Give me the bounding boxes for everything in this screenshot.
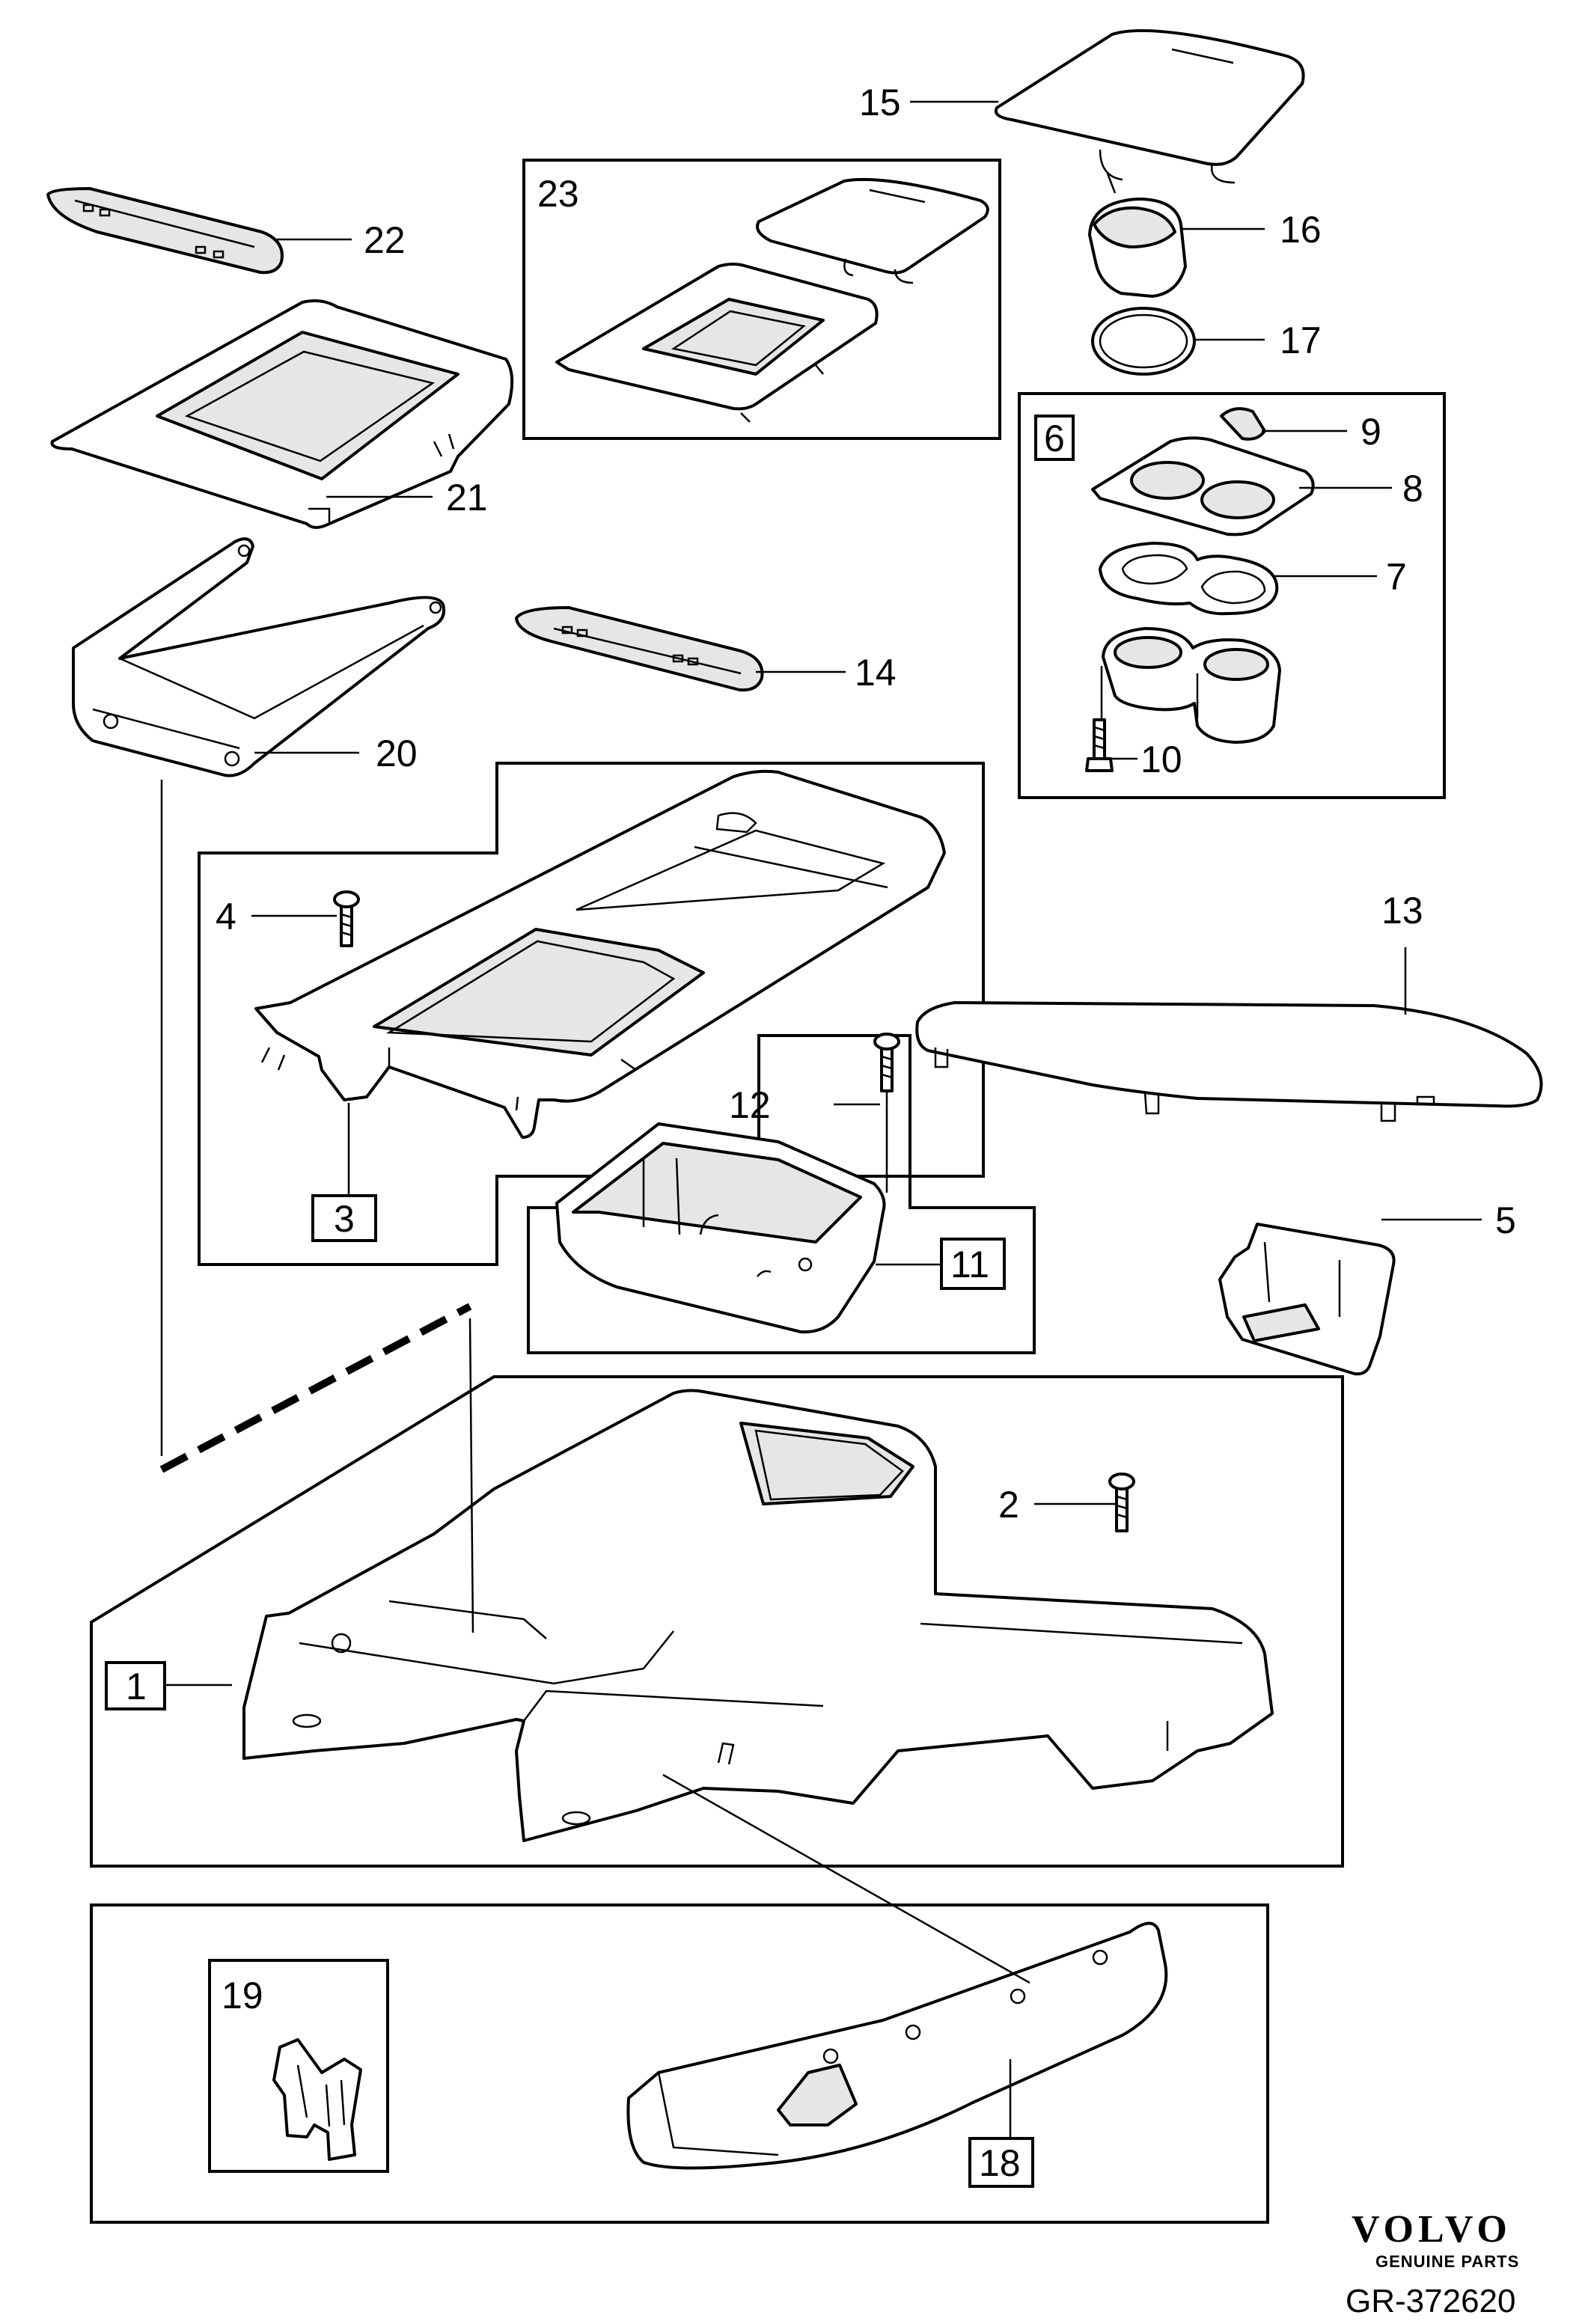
part-18-side-panel [626, 1921, 1168, 2170]
diagram-reference: GR-372620 [1346, 2283, 1515, 2320]
callout-box-18 [968, 2137, 1034, 2188]
group-frame-23 [522, 159, 1001, 440]
callout-15: 15 [859, 82, 901, 123]
callout-22: 22 [364, 219, 406, 261]
callout-4: 4 [216, 896, 236, 938]
dashed-connector [159, 1303, 472, 1473]
part-15-armrest-lid [995, 29, 1305, 194]
brand-logo-text: VOLVO [1352, 2208, 1512, 2251]
part-12-screw [873, 1033, 900, 1193]
callout-20: 20 [376, 733, 418, 774]
part-6-cup-holder-body [1102, 627, 1281, 744]
group-frame-1 [90, 1375, 1344, 1868]
callout-14: 14 [855, 652, 897, 694]
callout-7: 7 [1386, 556, 1407, 598]
callout-18: 18 [979, 2142, 1021, 2184]
callout-10: 10 [1140, 739, 1182, 780]
callout-leaders [165, 100, 1482, 2138]
part-17-o-ring [1091, 307, 1196, 376]
brand-tagline: GENUINE PARTS [1375, 2252, 1519, 2271]
callout-box-3 [311, 1194, 377, 1242]
callout-9: 9 [1361, 411, 1381, 453]
callout-17: 17 [1280, 319, 1322, 361]
callout-23: 23 [537, 173, 579, 215]
part-5-storage-insert [1218, 1223, 1396, 1376]
part-23-lid [756, 177, 989, 284]
callout-3: 3 [334, 1198, 355, 1240]
callout-12: 12 [729, 1084, 771, 1126]
callout-box-6 [1034, 415, 1075, 461]
part-20-bracket [72, 537, 445, 777]
part-21-shift-panel [50, 299, 514, 529]
group-frame-18 [90, 1903, 1269, 2224]
callout-11: 11 [950, 1244, 989, 1285]
callout-6: 6 [1044, 418, 1065, 459]
callout-box-1 [105, 1661, 166, 1710]
callout-19: 19 [222, 1975, 263, 2016]
part-9-clip [1220, 407, 1266, 441]
part-2-screw [1108, 1473, 1135, 1532]
part-23-panel [555, 263, 879, 423]
part-11-storage-box [555, 1122, 886, 1334]
group-frame-6 [1018, 392, 1446, 799]
part-8-cup-holder-top [1091, 436, 1315, 536]
connector-1-to-18 [662, 1773, 1030, 1984]
callout-5: 5 [1495, 1199, 1516, 1241]
callout-13: 13 [1381, 890, 1423, 932]
part-10-screw [1085, 666, 1114, 772]
part-7-gasket [1099, 542, 1279, 616]
part-16-cup [1088, 198, 1187, 298]
connector-3-to-1 [468, 1318, 474, 1633]
part-1-lower-console [242, 1389, 1274, 1842]
callout-box-11 [940, 1238, 1006, 1290]
part-4-screw [333, 890, 360, 947]
callout-21: 21 [446, 477, 488, 519]
part-22-trim-strip [46, 187, 284, 275]
part-13-armrest [915, 1001, 1543, 1122]
group-frame-19 [208, 1959, 389, 2173]
group-frame-3 [198, 762, 985, 1266]
part-14-trim-strip [515, 606, 764, 692]
callout-8: 8 [1402, 468, 1423, 510]
callout-16: 16 [1280, 209, 1322, 251]
callout-1: 1 [126, 1666, 147, 1707]
callout-2: 2 [998, 1484, 1019, 1526]
part-19-clip [272, 2038, 362, 2161]
part-3-upper-console [254, 769, 946, 1139]
